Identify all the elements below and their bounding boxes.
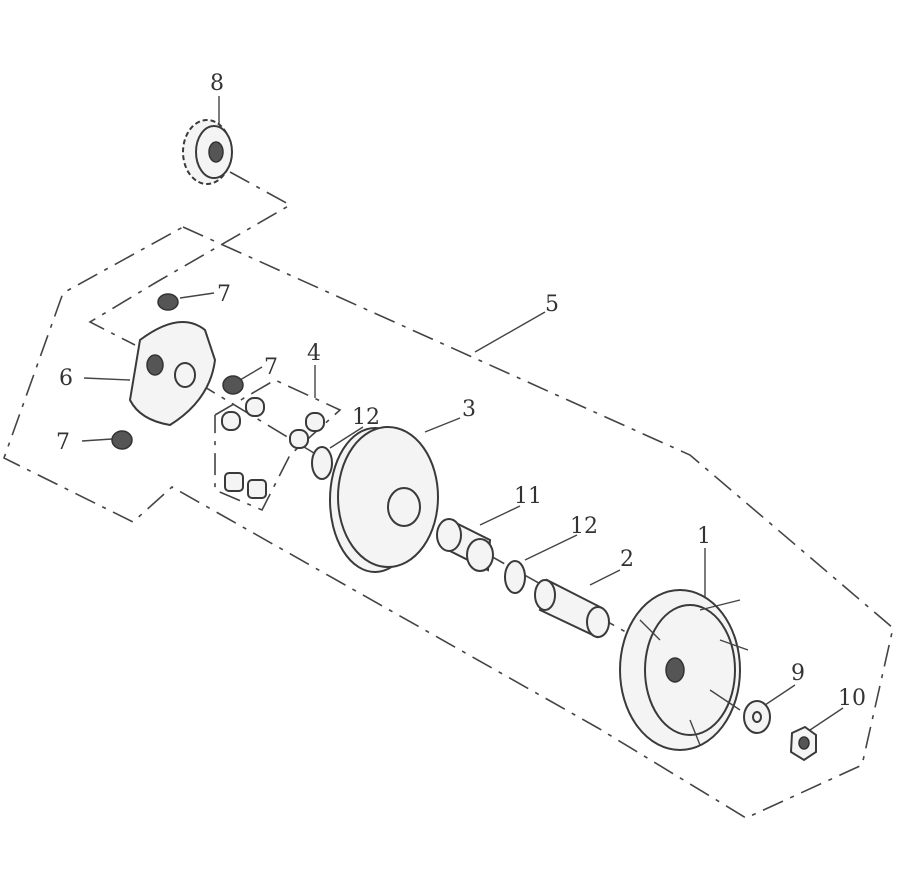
callout-9: 9 bbox=[791, 661, 805, 686]
collar-part bbox=[534, 578, 610, 639]
slider-parts bbox=[111, 293, 244, 450]
callout-2: 2 bbox=[620, 547, 634, 572]
roller-weight-parts bbox=[221, 397, 325, 499]
callout-8: 8 bbox=[210, 71, 224, 96]
callout-3: 3 bbox=[462, 397, 476, 422]
bushing-part bbox=[436, 518, 494, 572]
callout-5: 5 bbox=[545, 292, 559, 317]
callout-7: 7 bbox=[264, 355, 278, 380]
callouts: 8 7 5 6 7 4 12 3 7 11 12 1 2 9 10 bbox=[56, 71, 866, 711]
callout-11: 11 bbox=[514, 484, 542, 509]
callout-12: 12 bbox=[570, 514, 598, 539]
callout-6: 6 bbox=[59, 366, 73, 391]
callout-7: 7 bbox=[217, 282, 231, 307]
washer-part bbox=[743, 700, 771, 734]
circlip-part bbox=[504, 560, 526, 594]
nut-part bbox=[789, 725, 817, 762]
starter-gear-part bbox=[182, 119, 233, 185]
callout-10: 10 bbox=[838, 686, 866, 711]
callout-4: 4 bbox=[307, 341, 321, 366]
circlip-part bbox=[311, 446, 333, 480]
callout-1: 1 bbox=[697, 524, 711, 549]
ramp-plate-part bbox=[128, 321, 217, 427]
assembly-boundary bbox=[3, 226, 894, 819]
callout-7: 7 bbox=[56, 430, 70, 455]
callout-12: 12 bbox=[352, 405, 380, 430]
fan-drive-face-part bbox=[619, 589, 749, 751]
movable-drive-face-part bbox=[329, 426, 439, 573]
